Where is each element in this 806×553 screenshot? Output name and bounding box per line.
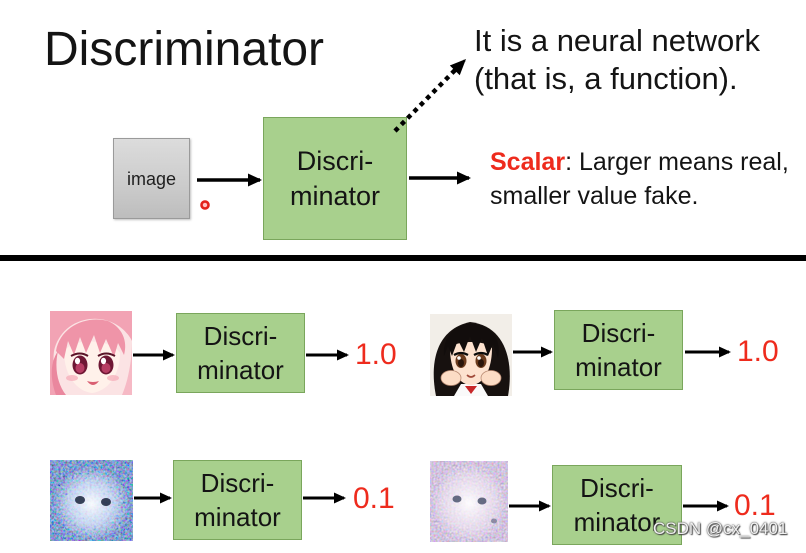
input-image-label: image: [126, 168, 177, 189]
center-glow: [50, 460, 133, 541]
discriminator-label-line-2: minator: [289, 180, 381, 211]
discriminator-label-line-2: minator: [573, 507, 661, 537]
eyes: [70, 352, 116, 375]
watermark: CSDN @cx_0401: [653, 519, 788, 538]
noisy-image-light: [430, 461, 508, 542]
section-divider: [0, 255, 806, 261]
score-value: 1.0: [355, 338, 397, 371]
laser-pointer-dot: [200, 200, 210, 210]
output-line-1-rest: : Larger means real,: [565, 148, 789, 176]
output-line-1: Scalar: Larger means real,: [490, 145, 789, 179]
scalar-term: Scalar: [490, 148, 566, 176]
noisy-image-dark: [50, 460, 133, 541]
center-glow: [430, 461, 508, 542]
discriminator-label-line-2: minator: [197, 355, 284, 385]
anime-face-image: [430, 314, 512, 396]
discriminator-label-line-1: Discri-: [581, 318, 656, 348]
anime-face-image: [50, 311, 132, 395]
discriminator-label-line-1: Discri-: [203, 321, 278, 351]
hair-bangs: [51, 319, 126, 395]
discriminator-label-line-2: minator: [575, 352, 662, 382]
discriminator-label-line-1: Discri-: [200, 468, 275, 498]
score-value: 1.0: [737, 335, 779, 368]
note-line-1: It is a neural network: [474, 23, 761, 58]
output-line-2: smaller value fake.: [490, 182, 699, 210]
discriminator-box: Discri- minator: [552, 465, 682, 545]
score-value: 0.1: [353, 482, 395, 515]
slide-title: Discriminator: [44, 23, 325, 76]
discriminator-label-line-2: minator: [194, 502, 281, 532]
discriminator-box: Discri- minator: [554, 310, 683, 390]
dark-spots: [452, 495, 497, 524]
anime-face-pink-hair-illustration: [50, 311, 132, 395]
hair-bangs: [443, 323, 499, 358]
score-value: 0.1: [734, 489, 776, 522]
generated-noisy-image: [430, 461, 508, 542]
generated-noisy-image: [50, 460, 133, 541]
note-line-2: (that is, a function).: [474, 61, 738, 96]
discriminator-label-line-1: Discri-: [580, 473, 654, 503]
discriminator-box: Discri- minator: [173, 460, 302, 540]
output-description: Scalar: Larger means real, smaller value…: [490, 145, 789, 213]
neural-network-note: It is a neural network (that is, a funct…: [474, 22, 760, 98]
anime-face-black-hair-illustration: [430, 314, 512, 396]
discriminator-label-line-1: Discri-: [296, 145, 374, 176]
discriminator-box: Discri- minator: [263, 117, 407, 240]
dark-spots: [75, 496, 111, 506]
discriminator-box: Discri- minator: [176, 313, 305, 393]
mouth-and-hands: [440, 370, 502, 386]
blush-and-mouth: [66, 375, 119, 385]
eyes: [453, 351, 489, 368]
collar-ribbon: [454, 384, 488, 396]
input-image-box: image: [113, 138, 190, 219]
